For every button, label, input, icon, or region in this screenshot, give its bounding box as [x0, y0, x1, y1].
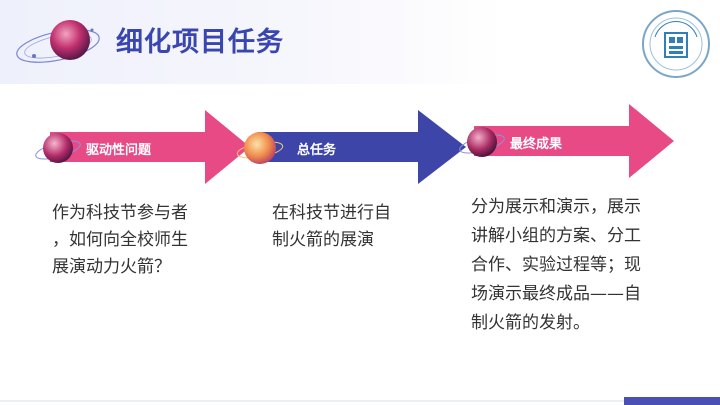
school-logo — [642, 10, 710, 78]
desc-line: 在科技节进行自 — [272, 203, 391, 223]
planet-icon — [459, 127, 505, 157]
desc-line: 制火箭的发射。 — [471, 313, 590, 333]
desc-line: 场演示最终成品——自 — [471, 284, 641, 304]
desc-line: 讲解小组的方案、分工 — [471, 226, 641, 246]
planet-icon — [16, 20, 100, 63]
header-band — [0, 0, 720, 84]
step-desc-3: 分为展示和演示，展示 讲解小组的方案、分工 合作、实验过程等；现 场演示最终成品… — [471, 193, 641, 338]
footer-divider — [0, 400, 624, 402]
desc-line: 展演动力火箭？ — [52, 257, 171, 277]
step-desc-2: 在科技节进行自 制火箭的展演 — [272, 200, 391, 254]
footer-accent-bar — [624, 397, 720, 405]
desc-line: 合作、实验过程等；现 — [471, 255, 641, 275]
sun-icon — [236, 132, 284, 164]
step-arrow-1 — [50, 110, 250, 184]
desc-line: 作为科技节参与者 — [52, 203, 188, 223]
planet-icon — [35, 133, 81, 163]
step-desc-1: 作为科技节参与者 ，如何向全校师生 展演动力火箭？ — [52, 200, 188, 281]
step-label-3: 最终成果 — [510, 137, 563, 152]
step-arrow-2 — [258, 110, 466, 184]
step-label-1: 驱动性问题 — [86, 143, 152, 158]
page-title: 细化项目任务 — [116, 27, 284, 58]
step-arrow-3 — [474, 104, 674, 178]
step-label-2: 总任务 — [297, 143, 337, 158]
desc-line: 制火箭的展演 — [272, 230, 374, 250]
desc-line: 分为展示和演示，展示 — [471, 197, 641, 217]
desc-line: ，如何向全校师生 — [52, 230, 188, 250]
